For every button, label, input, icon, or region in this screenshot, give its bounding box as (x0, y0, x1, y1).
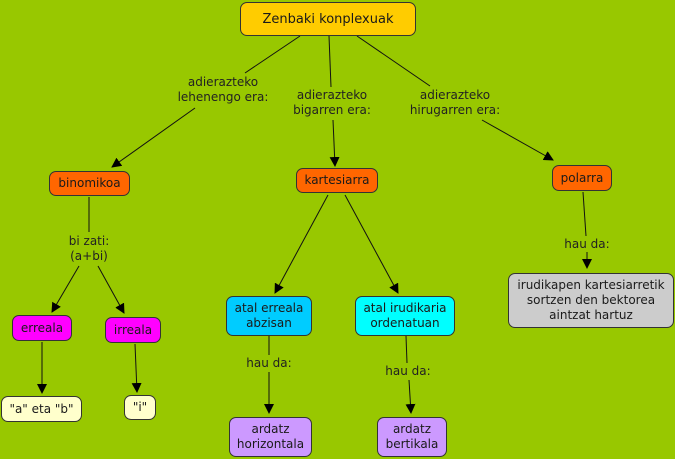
node-polarra[interactable]: polarra (552, 165, 612, 191)
link-label-hau-da-3: hau da: (557, 237, 617, 252)
link-label-hirugarren: adierazteko hirugarren era: (405, 88, 505, 118)
arrow-to-irreala (97, 265, 125, 314)
link-label-hau-da-1: hau da: (240, 356, 298, 371)
node-irudikapen[interactable]: irudikapen kartesiarretik sortzen den be… (508, 273, 674, 328)
node-root[interactable]: Zenbaki konplexuak (240, 2, 416, 36)
line-root-lehenengo (244, 35, 301, 74)
arrow-to-atal-irudikaria (344, 194, 399, 294)
arrow-to-ardatz-bertikala (405, 379, 416, 414)
arrow-to-erreala (51, 265, 80, 313)
node-binomikoa[interactable]: binomikoa (49, 171, 130, 196)
link-label-hau-da-2: hau da: (378, 364, 438, 379)
arrow-to-polarra (481, 119, 554, 161)
node-a-eta-b[interactable]: "a" eta "b" (1, 396, 82, 422)
line-polarra-hauda (582, 191, 587, 237)
line-atal-irudikaria-hauda (405, 335, 408, 364)
node-irreala[interactable]: irreala (105, 317, 161, 343)
arrow-to-atal-erreala (274, 194, 329, 294)
link-label-bi-zati: bi zati: (a+bi) (60, 234, 118, 264)
node-kartesiarra[interactable]: kartesiarra (296, 168, 378, 193)
node-erreala[interactable]: erreala (12, 315, 72, 341)
node-atal-erreala[interactable]: atal erreala abzisan (226, 296, 312, 336)
link-label-lehenengo: adierazteko lehenengo era: (168, 75, 278, 105)
link-label-bigarren: adierazteko bigarren era: (282, 88, 382, 118)
node-ardatz-horizontala[interactable]: ardatz horizontala (229, 417, 312, 457)
node-atal-irudikaria[interactable]: atal irudikaria ordenatuan (355, 296, 455, 336)
arrow-to-binomikoa (111, 107, 196, 168)
arrow-to-i (131, 343, 142, 393)
node-ardatz-bertikala[interactable]: ardatz bertikala (377, 417, 447, 457)
line-root-hirugarren (356, 35, 431, 87)
line-root-bigarren (328, 35, 332, 88)
node-i[interactable]: "i" (124, 395, 156, 420)
arrow-to-kartesiarra (329, 119, 340, 167)
